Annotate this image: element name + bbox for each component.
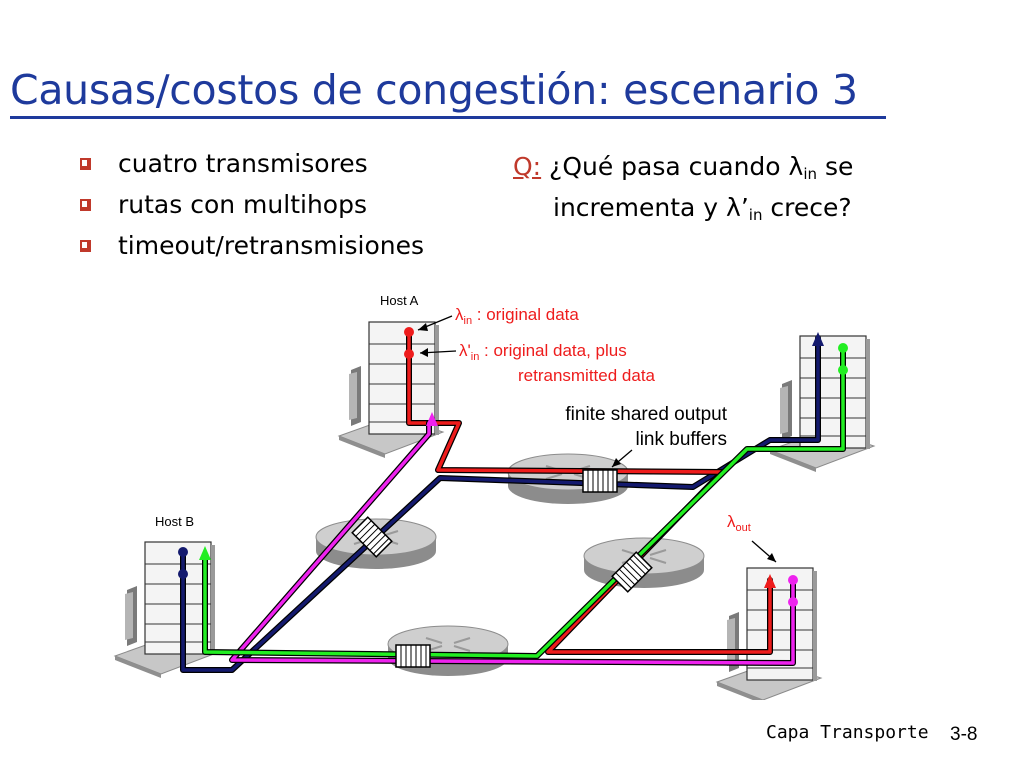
host-a-label: Host A xyxy=(380,293,419,308)
bullet-box-icon xyxy=(80,199,91,211)
bullet-item: cuatro transmisores xyxy=(80,146,424,187)
question-block: Q: ¿Qué pasa cuando λin se incrementa y … xyxy=(513,150,853,232)
arrowhead-icon xyxy=(767,553,776,562)
arrowhead-icon xyxy=(612,458,621,467)
host-c-green-dot xyxy=(838,343,848,353)
network-diagram: Host A Host B λin : original data λ'in :… xyxy=(114,293,875,700)
page-number: 3-8 xyxy=(950,724,978,745)
green-flow-path xyxy=(203,347,845,658)
question-label: Q: xyxy=(513,152,542,181)
bullet-box-icon xyxy=(80,158,91,170)
question-text: incrementa y λ’ xyxy=(553,193,749,222)
question-subscript: in xyxy=(803,165,818,183)
lambda-prime-label-line2: retransmitted data xyxy=(518,366,656,385)
host-a-magenta-arrow-icon xyxy=(426,412,438,426)
host-d-magenta-dot xyxy=(788,575,798,585)
host-c-green-dot-2 xyxy=(838,365,848,375)
footer-label: Capa Transporte xyxy=(766,722,929,743)
buffer-top xyxy=(582,469,618,493)
host-b-blue-dot-2 xyxy=(178,569,188,579)
host-a-red-dot xyxy=(404,327,414,337)
buffer-bottom xyxy=(395,644,431,668)
host-a-red-dot-2 xyxy=(404,349,414,359)
buffers-label-line1: finite shared output xyxy=(565,404,727,425)
bullet-text: cuatro transmisores xyxy=(118,149,368,178)
magenta-flow-path xyxy=(230,421,795,665)
lambda-in-label: λin : original data xyxy=(455,305,579,327)
question-line-1: Q: ¿Qué pasa cuando λin se xyxy=(513,150,853,191)
host-b-green-arrow-icon xyxy=(199,546,211,560)
bullet-box-icon xyxy=(80,240,91,252)
blue-flow-path xyxy=(181,336,820,672)
lambda-out-label: λout xyxy=(727,512,751,534)
bullet-text: rutas con multihops xyxy=(118,190,367,219)
question-text: se xyxy=(817,152,854,181)
blue-flow-border xyxy=(180,335,821,673)
question-text: ¿Qué pasa cuando λ xyxy=(541,152,804,181)
slide-title: Causas/costos de congestión: escenario 3 xyxy=(10,66,858,114)
bullet-item: timeout/retransmisiones xyxy=(80,228,424,269)
title-underline xyxy=(10,116,886,119)
bullet-list: cuatro transmisores rutas con multihops … xyxy=(80,146,424,269)
arrowhead-icon xyxy=(418,323,428,331)
bullet-text: timeout/retransmisiones xyxy=(118,231,425,260)
lambda-prime-label: λ'in : original data, plus xyxy=(459,341,627,363)
question-line-2: incrementa y λ’in crece? xyxy=(513,191,853,232)
buffers-label-line2: link buffers xyxy=(635,429,727,450)
arrowhead-icon xyxy=(420,348,428,357)
host-b-label: Host B xyxy=(155,514,194,529)
bullet-item: rutas con multihops xyxy=(80,187,424,228)
host-b-blue-dot xyxy=(178,547,188,557)
red-flow-path xyxy=(407,332,772,654)
host-c-blue-arrow-icon xyxy=(812,332,824,346)
question-text: crece? xyxy=(762,193,852,222)
question-subscript: in xyxy=(748,206,763,224)
host-d-magenta-dot-2 xyxy=(788,597,798,607)
host-d-red-arrow-icon xyxy=(764,574,776,588)
